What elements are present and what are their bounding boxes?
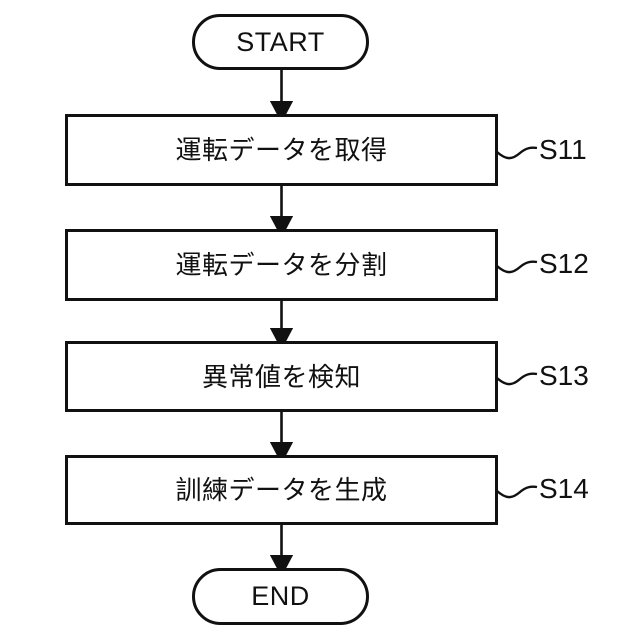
node-end[interactable]: END bbox=[192, 568, 369, 625]
node-start-label: START bbox=[236, 26, 325, 57]
leader-line-s12 bbox=[496, 260, 538, 274]
node-s14-label: 訓練データを生成 bbox=[175, 475, 388, 505]
step-label-s14: S14 bbox=[539, 473, 589, 504]
node-s11[interactable]: 運転データを取得 bbox=[65, 114, 498, 186]
step-label-s12: S12 bbox=[539, 248, 589, 279]
leader-line-s13 bbox=[496, 372, 538, 386]
leader-line-s11 bbox=[496, 146, 538, 160]
node-s14[interactable]: 訓練データを生成 bbox=[65, 455, 498, 525]
node-end-label: END bbox=[251, 581, 310, 611]
node-start[interactable]: START bbox=[192, 14, 369, 70]
leader-line-s14 bbox=[496, 485, 538, 499]
node-s13[interactable]: 異常値を検知 bbox=[65, 341, 498, 412]
step-label-s11: S11 bbox=[539, 134, 587, 165]
node-s12-label: 運転データを分割 bbox=[175, 250, 388, 280]
node-s12[interactable]: 運転データを分割 bbox=[65, 229, 498, 301]
node-s11-label: 運転データを取得 bbox=[175, 135, 388, 165]
step-label-s13: S13 bbox=[539, 360, 589, 391]
node-s13-label: 異常値を検知 bbox=[201, 361, 361, 392]
